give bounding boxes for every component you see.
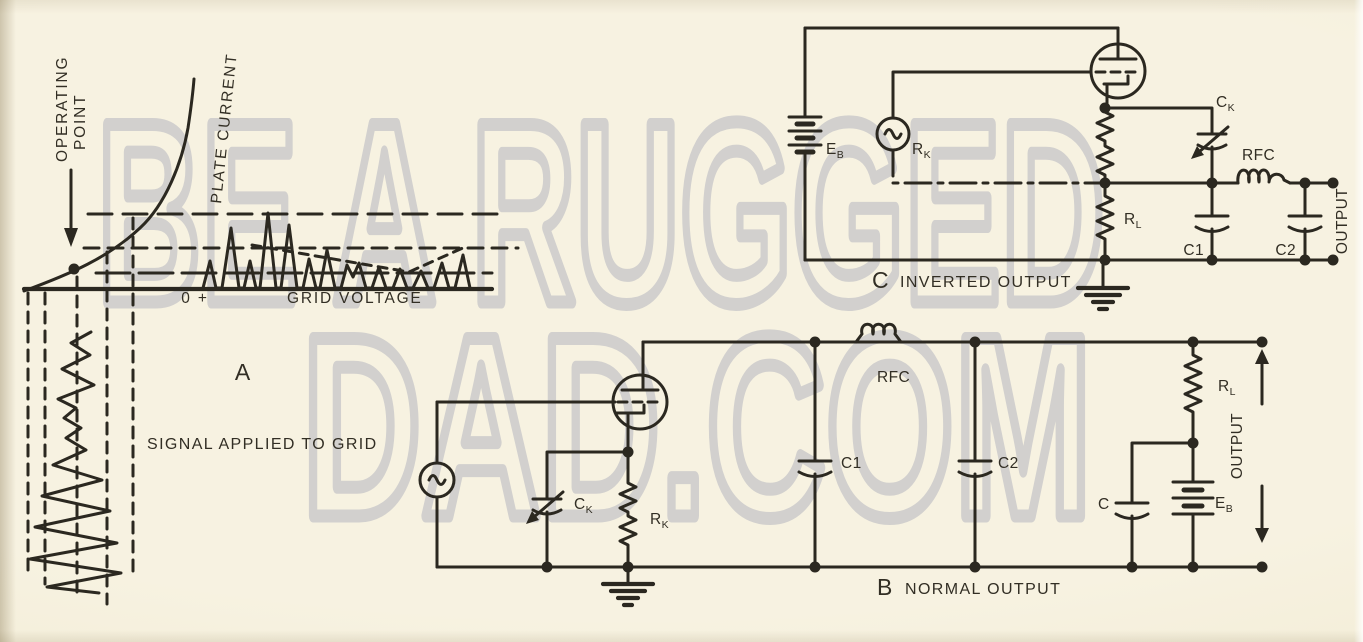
- bypass-capacitor-label: C: [1098, 496, 1110, 513]
- variable-capacitor-ck-icon: [1191, 125, 1230, 185]
- origin-label: 0 +: [181, 290, 208, 307]
- load-resistor-label: RL: [1218, 378, 1236, 398]
- output-terminal-top: [1327, 177, 1339, 189]
- vacuum-tube-icon: [611, 340, 669, 454]
- grid-wire: [891, 70, 1093, 120]
- load-resistor-label: RL: [1124, 211, 1142, 231]
- circuit-b-letter: B: [877, 574, 893, 600]
- battery-label: EB: [1215, 495, 1233, 515]
- waveform-envelope-dashed: [250, 243, 467, 274]
- cathode-tap-wire: [1105, 106, 1214, 135]
- circuit-c-caption: INVERTED OUTPUT: [900, 274, 1072, 291]
- x-axis-label: GRID VOLTAGE: [287, 290, 423, 307]
- capacitor-c1-icon: [797, 340, 833, 569]
- plate-current-output-waveform: [201, 211, 472, 290]
- battery-icon: [787, 26, 823, 262]
- operating-point-arrowhead-icon: [64, 228, 78, 247]
- watermark-line1: BE A RUGGED: [97, 68, 1105, 357]
- rfc-coil-icon: [1236, 168, 1292, 185]
- ground-icon: [1075, 258, 1131, 312]
- bypass-tap-wire: [1130, 441, 1195, 504]
- cathode-capacitor-label: CK: [574, 496, 593, 516]
- output-arrows-icon: [1255, 349, 1269, 543]
- watermark-line2: DAD.COM: [302, 282, 1092, 571]
- circuit-c: EB RK RL CK RFC C1 C2 OUTPUT C INVERTED …: [787, 26, 1351, 312]
- rfc-label: RFC: [1242, 147, 1275, 164]
- vacuum-tube-icon: [1089, 26, 1147, 110]
- rfc-label: RFC: [877, 369, 910, 386]
- c1-label: C1: [1183, 242, 1204, 259]
- cathode-resistor-icon: [1095, 106, 1115, 185]
- c2-label: C2: [1275, 242, 1296, 259]
- cathode-resistor-label: RK: [650, 511, 669, 531]
- junction-dots: [1099, 102, 1339, 266]
- operating-point-label-line1: OPERATING: [54, 56, 71, 162]
- circuit-b: CK RK RFC C1 C2 C RL EB OUTPUT B NORMAL …: [418, 322, 1269, 608]
- battery-icon: [1171, 441, 1215, 569]
- source-return-wire-dashed: [891, 148, 1105, 185]
- ground-icon: [600, 565, 656, 608]
- cathode-tap-wire: [545, 450, 630, 500]
- bypass-capacitor-icon: [1114, 501, 1150, 569]
- junction-dots: [541, 336, 1268, 573]
- cathode-resistor-label: RK: [912, 141, 931, 161]
- plate-supply-wire: [803, 26, 1120, 61]
- output-terminal-bottom: [1327, 254, 1339, 266]
- circuit-b-caption: NORMAL OUTPUT: [905, 581, 1061, 598]
- battery-label: EB: [826, 141, 844, 161]
- panel-a-graph: OPERATING POINT PLATE CURRENT 0 + GRID V…: [21, 52, 520, 606]
- operating-point-label-line2: POINT: [72, 94, 89, 150]
- watermark: BE A RUGGED DAD.COM: [91, 62, 1112, 578]
- output-terminal-bottom: [1256, 561, 1268, 573]
- operating-point-dot: [68, 263, 80, 275]
- ac-source-icon: [418, 400, 456, 569]
- output-label: OUTPUT: [1334, 188, 1351, 254]
- projection-dashed-lines: [26, 216, 135, 606]
- output-terminal-top: [1256, 336, 1268, 348]
- panel-a-caption: SIGNAL APPLIED TO GRID: [147, 436, 378, 453]
- ac-source-icon: [875, 116, 911, 152]
- cathode-capacitor-label: CK: [1216, 94, 1235, 114]
- c1-label: C1: [841, 455, 862, 472]
- variable-capacitor-ck-icon: [526, 490, 565, 569]
- output-label: OUTPUT: [1229, 413, 1246, 479]
- c2-label: C2: [998, 455, 1019, 472]
- rfc-coil-icon: [854, 322, 903, 344]
- cathode-resistor-icon: [618, 450, 638, 569]
- load-resistor-icon: [1183, 340, 1203, 445]
- circuit-c-letter: C: [872, 267, 890, 293]
- panel-a-letter: A: [235, 359, 251, 385]
- capacitor-c2-icon: [957, 340, 993, 569]
- input-signal-zigzag: [28, 330, 123, 595]
- load-resistor-icon: [1095, 181, 1115, 262]
